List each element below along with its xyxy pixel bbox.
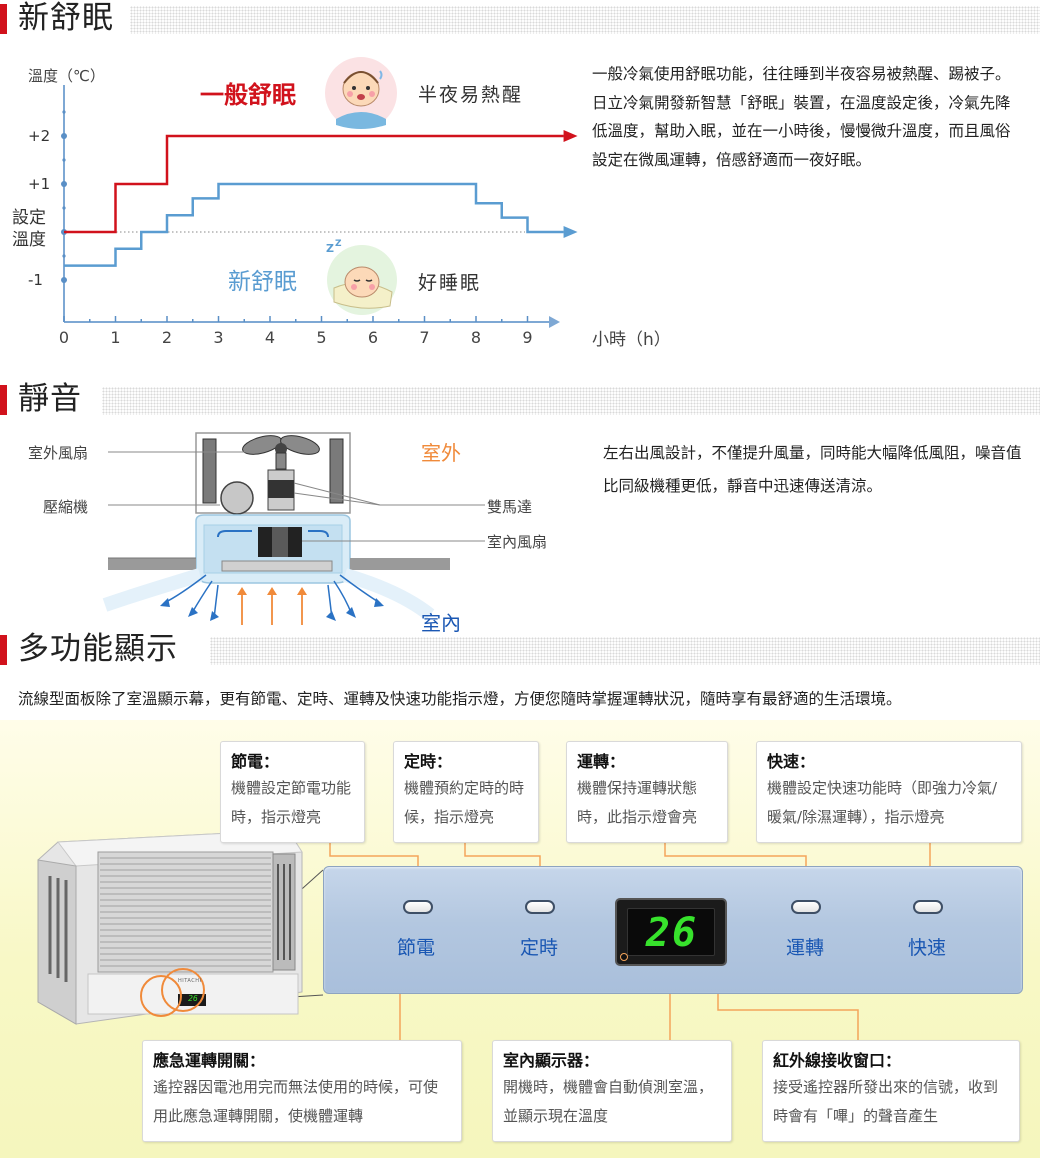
x-tick-label: 4 <box>264 328 276 347</box>
y-tick-label: -1 <box>28 271 43 289</box>
title-accent-bar <box>0 4 7 34</box>
svg-text:Z: Z <box>326 242 334 255</box>
y-axis-label: 溫度（℃） <box>28 67 105 85</box>
panel-label-timer: 定時 <box>520 937 559 959</box>
callout-desc: 機體設定快速功能時（即強力冷氣/暖氣/除濕運轉），指示燈亮 <box>767 779 998 826</box>
x-axis-arrowhead <box>549 316 560 328</box>
sleep-chart <box>61 85 578 328</box>
callout-desc: 機體預約定時的時候，指示燈亮 <box>404 779 525 826</box>
sleep-description: 一般冷氣使用舒眠功能，往往睡到半夜容易被熱醒、踢被子。日立冷氣開發新智慧「舒眠」… <box>592 65 1011 169</box>
sleeping-baby-icon: Z Z <box>326 239 397 315</box>
callout-indoor-display: 室內顯示器： 開機時，機體會自動偵測室溫，並顯示現在溫度 <box>492 1040 732 1142</box>
series-line-new <box>64 182 564 267</box>
section-title-text: 新舒眠 <box>18 0 114 36</box>
callout-timer: 定時： 機體預約定時的時候，指示燈亮 <box>393 741 539 843</box>
panel-label-eco: 節電 <box>397 937 436 959</box>
callout-desc: 接受遙控器所發出來的信號，收到時會有「嗶」的聲音產生 <box>773 1078 999 1125</box>
title-dots-decoration <box>102 387 1040 415</box>
temperature-readout: 26 <box>645 910 699 956</box>
label-indoor-fan: 室內風扇 <box>487 533 548 551</box>
callout-run: 運轉： 機體保持運轉狀態時，此指示燈會亮 <box>566 741 728 843</box>
callout-title: 快速： <box>767 752 816 771</box>
run-indicator-led <box>791 900 821 914</box>
title-accent-bar <box>0 635 7 665</box>
hot-baby-icon <box>325 57 397 129</box>
y-tick-mark <box>61 133 67 139</box>
window-ac-unit-image <box>37 829 303 1025</box>
timer-indicator-led <box>525 900 555 914</box>
lcd-screen: 26 <box>627 908 715 956</box>
y-tick-label: +2 <box>28 127 51 145</box>
x-tick-label: 2 <box>161 328 173 347</box>
ac-mini-display: 26 <box>188 994 198 1003</box>
callout-desc: 機體保持運轉狀態時，此指示燈會亮 <box>577 779 698 826</box>
quiet-structure-diagram <box>102 432 485 625</box>
callout-title: 節電： <box>231 752 280 771</box>
series-note-new: 好睡眠 <box>418 272 482 294</box>
callout-title: 定時： <box>404 752 453 771</box>
label-compressor: 壓縮機 <box>43 498 89 516</box>
x-axis-label: 小時（h） <box>592 330 671 350</box>
y-tick-mark <box>61 277 67 283</box>
callout-title: 運轉： <box>577 752 626 771</box>
callout-desc: 遙控器因電池用完而無法使用的時候，可使用此應急運轉開關，使機體運轉 <box>153 1078 439 1125</box>
x-tick-label: 1 <box>110 328 121 347</box>
x-tick-label: 8 <box>470 328 482 347</box>
section-title-quiet: 靜音 <box>0 381 1040 417</box>
x-tick-label: 9 <box>522 328 533 347</box>
series-label-normal: 一般舒眠 <box>200 81 296 109</box>
y-tick-mark <box>61 181 67 187</box>
series-label-new: 新舒眠 <box>228 269 297 295</box>
panel-label-fast: 快速 <box>908 937 947 959</box>
section-title-text: 多功能顯示 <box>18 631 178 667</box>
series-line-normal <box>64 134 564 234</box>
section-title-sleep: 新舒眠 <box>0 0 1040 36</box>
svg-text:Z: Z <box>335 239 342 249</box>
y-tick-mark <box>62 158 66 162</box>
callout-eco: 節電： 機體設定節電功能時，指示燈亮 <box>220 741 365 843</box>
callout-title: 應急運轉開關： <box>153 1051 266 1070</box>
quiet-description: 左右出風設計，不僅提升風量，同時能大幅降低風阻，噪音值比同級機種更低，靜音中迅速… <box>603 444 1022 495</box>
display-intro: 流線型面板除了室溫顯示幕，更有節電、定時、運轉及快速功能指示燈，方便您隨時掌握運… <box>18 690 902 708</box>
series-note-normal: 半夜易熱醒 <box>418 84 524 106</box>
title-dots-decoration <box>210 637 1040 665</box>
eco-indicator-led <box>403 900 433 914</box>
y-tick-label: 設定 溫度 <box>12 208 46 250</box>
x-tick-label: 6 <box>367 328 379 347</box>
y-tick-mark <box>62 206 66 210</box>
section-title-display: 多功能顯示 <box>0 631 1040 667</box>
callout-emergency: 應急運轉開關： 遙控器因電池用完而無法使用的時候，可使用此應急運轉開關，使機體運… <box>142 1040 462 1142</box>
y-tick-label: +1 <box>28 175 51 193</box>
ac-brand-text: HITACHI <box>178 978 202 984</box>
callout-desc: 機體設定節電功能時，指示燈亮 <box>231 779 352 826</box>
x-tick-label: 3 <box>213 328 224 347</box>
y-tick-mark <box>62 254 66 258</box>
ir-receiver-window <box>620 953 628 961</box>
callout-title: 紅外線接收窗口： <box>773 1051 902 1070</box>
series-arrow-new <box>563 226 578 238</box>
label-dual-motor: 雙馬達 <box>487 498 533 516</box>
fast-indicator-led <box>913 900 943 914</box>
section-title-text: 靜音 <box>18 381 82 417</box>
callout-title: 室內顯示器： <box>503 1051 600 1070</box>
panel-label-run: 運轉 <box>786 937 825 959</box>
callout-desc: 開機時，機體會自動偵測室溫，並顯示現在溫度 <box>503 1078 714 1125</box>
label-indoor: 室內 <box>421 611 461 635</box>
callout-fast: 快速： 機體設定快速功能時（即強力冷氣/暖氣/除濕運轉），指示燈亮 <box>756 741 1022 843</box>
x-tick-label: 0 <box>58 328 70 347</box>
x-tick-label: 5 <box>316 328 327 347</box>
series-arrow-normal <box>563 130 578 142</box>
x-tick-label: 7 <box>419 328 430 347</box>
label-outdoor: 室外 <box>421 441 461 465</box>
title-accent-bar <box>0 385 7 415</box>
indoor-temperature-display: 26 <box>615 898 727 966</box>
label-outdoor-fan: 室外風扇 <box>28 444 89 462</box>
title-dots-decoration <box>130 6 1040 34</box>
callout-ir: 紅外線接收窗口： 接受遙控器所發出來的信號，收到時會有「嗶」的聲音產生 <box>762 1040 1020 1142</box>
y-tick-mark <box>62 110 66 114</box>
